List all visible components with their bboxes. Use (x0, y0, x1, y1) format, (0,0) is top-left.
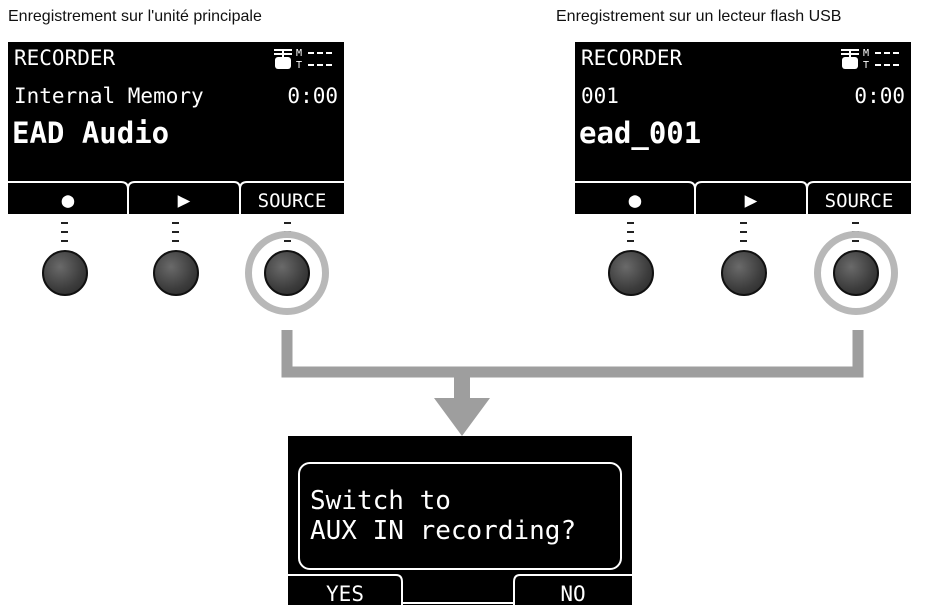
dialog-message-line2: AUX IN recording? (310, 516, 577, 546)
record-softkey[interactable]: ● (628, 188, 642, 212)
source-knob[interactable] (833, 250, 879, 296)
record-time: 0:00 (287, 84, 338, 108)
highlight-ring (245, 231, 329, 315)
down-arrow-icon (434, 368, 490, 436)
source-knob[interactable] (264, 250, 310, 296)
drum-kit-icon: M T (841, 48, 901, 71)
file-number: 001 (581, 84, 619, 108)
softkey-bar (575, 181, 911, 214)
song-name: EAD Audio (12, 116, 170, 150)
play-softkey[interactable]: ▶ (744, 188, 758, 212)
play-softkey[interactable]: ▶ (177, 188, 191, 212)
no-softkey[interactable]: NO (560, 582, 586, 605)
svg-text:M: M (296, 48, 302, 59)
record-time: 0:00 (854, 84, 905, 108)
drum-kit-icon: M T (274, 48, 334, 71)
source-softkey[interactable]: SOURCE (257, 190, 327, 212)
svg-text:T: T (296, 60, 302, 71)
svg-text:T: T (863, 60, 869, 71)
softkey-bar (8, 181, 344, 214)
screen-main-unit: RECORDER M T Internal Memory 0:00 EAD Au… (8, 42, 344, 214)
file-name: ead_001 (579, 116, 702, 150)
memory-location: Internal Memory (14, 84, 204, 108)
caption-main-unit: Enregistrement sur l'unité principale (8, 8, 262, 25)
screen-title: RECORDER (14, 46, 116, 70)
yes-softkey[interactable]: YES (326, 582, 364, 605)
record-knob[interactable] (608, 250, 654, 296)
screen-title: RECORDER (581, 46, 683, 70)
highlight-ring (814, 231, 898, 315)
record-knob[interactable] (42, 250, 88, 296)
source-softkey[interactable]: SOURCE (824, 190, 894, 212)
dialog-frame (298, 462, 622, 570)
confirm-dialog-screen: Switch to AUX IN recording? YES NO (288, 436, 632, 605)
record-softkey[interactable]: ● (61, 188, 75, 212)
play-knob[interactable] (721, 250, 767, 296)
screen-usb-flash: RECORDER M T 001 0:00 ead_001 ● ▶ SOURCE (575, 42, 911, 214)
caption-usb-flash: Enregistrement sur un lecteur flash USB (556, 8, 842, 25)
dialog-softkey-bar (288, 574, 632, 605)
play-knob[interactable] (153, 250, 199, 296)
svg-text:M: M (863, 48, 869, 59)
dialog-message-line1: Switch to (310, 486, 451, 516)
